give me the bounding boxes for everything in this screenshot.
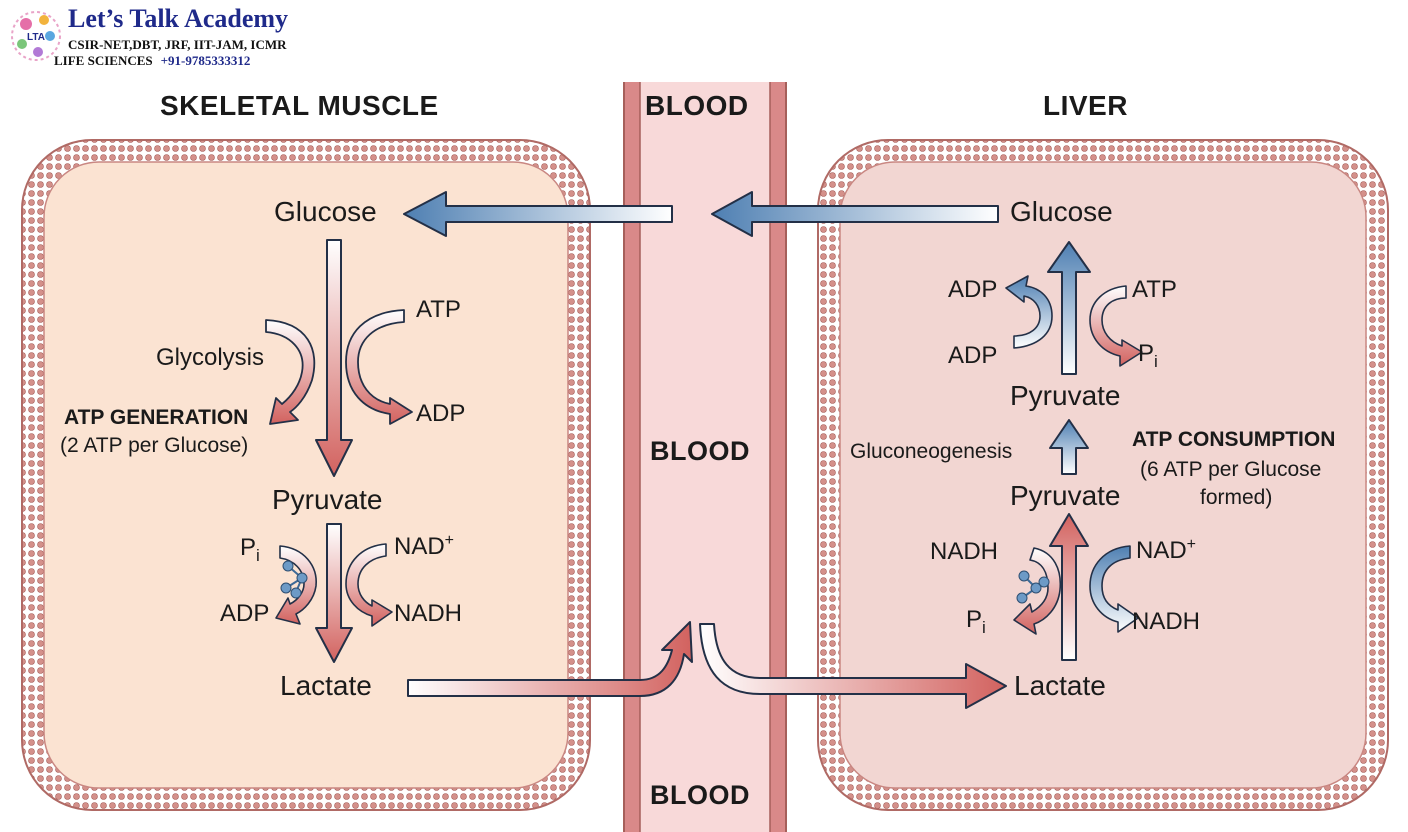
liver-pyruvate-upper-label: Pyruvate [1010,380,1121,411]
logo-subtitle: CSIR-NET,DBT, JRF, IIT-JAM, ICMR [68,37,287,52]
liver-nadh-label: NADH [930,538,999,565]
glucose-to-muscle-arrow [403,191,673,237]
muscle-cell [21,139,591,811]
lactate-to-blood-arrow [407,621,693,697]
glycolysis-label: Glycolysis [156,344,265,371]
liver-nad-label: NAD+ [1136,536,1196,565]
liver-pi2-text: P [966,606,983,633]
liver-pi-label: Pi [1138,340,1158,372]
muscle-atp-label: ATP [416,296,461,323]
glycolysis-curve-arrow [265,319,316,425]
nadh-pi-curve-arrow [1013,547,1062,635]
liver-pyruvate-lower-label: Pyruvate [1010,480,1121,511]
nad-nadh-curve-arrow [345,543,393,627]
liver-pi2-label: Pi [966,606,986,638]
gluconeogenesis-arrow [1049,419,1089,475]
muscle-adp2-label: ADP [220,600,270,627]
lactate-to-pyruvate-arrow [1049,513,1089,661]
liver-cell [817,139,1389,811]
muscle-pyruvate-label: Pyruvate [272,484,383,515]
liver-adp-top-label: ADP [948,276,998,303]
liver-lactate-label: Lactate [1014,670,1106,701]
blood-heading: BLOOD [645,90,749,121]
atp-consumption-note-1: (6 ATP per Glucose [1140,458,1322,481]
blood-label-bottom: BLOOD [650,780,750,810]
liver-heading: LIVER [1043,90,1128,121]
muscle-nadh-label: NADH [394,600,463,627]
liver-pi-text: P [1138,340,1155,367]
muscle-nad-text: NAD [394,533,445,560]
muscle-pi-label: Pi [240,534,260,566]
logo-title: Let’s Talk Academy [68,4,289,33]
muscle-lactate-label: Lactate [280,670,372,701]
logo-phone: +91-9785333312 [160,53,251,68]
muscle-nad-sup: + [444,532,455,549]
atp-consumption-label: ATP CONSUMPTION [1132,428,1336,451]
logo-mark-text: LTA [27,32,45,43]
pyruvate-to-lactate-arrow [315,523,353,663]
lactate-to-liver-arrow [699,623,1007,709]
muscle-pi-sub: i [256,545,260,565]
logo-line2-text: LIFE SCIENCES [54,53,153,68]
atp-consumption-note-2: formed) [1200,486,1273,509]
liver-atp-label: ATP [1132,276,1177,303]
liver-glucose-label: Glucose [1010,196,1113,227]
liver-nad-text: NAD [1136,537,1187,564]
logo-mark-icon: LTA [11,11,61,61]
liver-nad-sup: + [1186,536,1197,553]
muscle-pi-text: P [240,534,257,561]
nad-nadh-liver-curve-arrow [1089,545,1139,633]
liver-pi2-sub: i [982,617,986,637]
gluconeogenesis-label: Gluconeogenesis [850,440,1013,463]
adp-adp-curve-arrow [1005,275,1053,349]
liver-pi-sub: i [1154,351,1158,371]
academy-logo: LTA Let’s Talk Academy CSIR-NET,DBT, JRF… [8,4,338,70]
blood-label-middle: BLOOD [650,436,750,466]
atp-generation-label: ATP GENERATION [64,406,249,429]
liver-adp-bottom-label: ADP [948,342,998,369]
phosphate-molecule-liver-icon [1016,570,1050,604]
atp-adp-curve-arrow [345,309,413,425]
muscle-nad-label: NAD+ [394,532,454,561]
muscle-glucose-label: Glucose [274,196,377,227]
glycolysis-arrow [315,239,353,477]
glucose-to-blood-arrow [711,191,999,237]
phosphate-molecule-icon [280,560,308,599]
liver-nadh2-label: NADH [1132,608,1201,635]
atp-pi-curve-arrow [1089,285,1143,367]
atp-generation-note: (2 ATP per Glucose) [60,434,249,457]
logo-line2: LIFE SCIENCES +91-9785333312 [54,53,250,69]
muscle-heading: SKELETAL MUSCLE [160,90,439,121]
muscle-adp-label: ADP [416,400,466,427]
blood-vessel [623,82,787,832]
pyruvate-to-glucose-arrow [1047,241,1091,375]
